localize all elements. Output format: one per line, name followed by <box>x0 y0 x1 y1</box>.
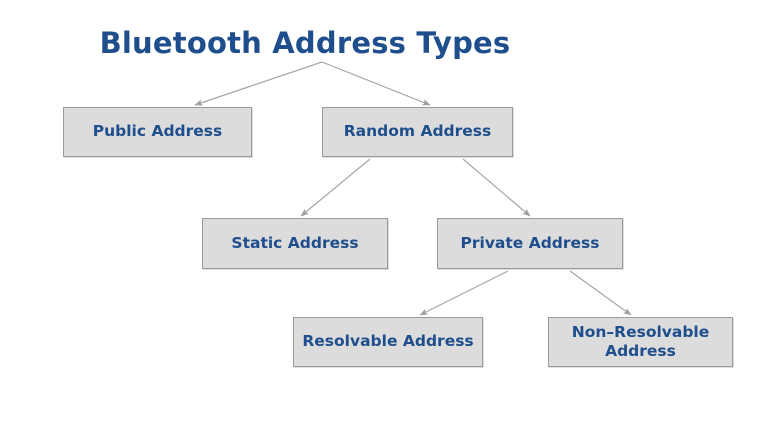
node-non-resolvable-address[interactable]: Non–Resolvable Address <box>548 317 733 367</box>
node-random-address[interactable]: Random Address <box>322 107 513 157</box>
edge-title-to-public-address <box>194 61 323 106</box>
node-static-address[interactable]: Static Address <box>202 218 388 269</box>
connector-arrows <box>194 61 632 316</box>
edge-random-address-to-static-address <box>300 158 371 217</box>
node-label-public-address: Public Address <box>92 122 223 141</box>
node-label-non-resolvable-address: Non–Resolvable Address <box>571 322 710 360</box>
diagram-title: Bluetooth Address Types <box>99 26 511 60</box>
node-private-address[interactable]: Private Address <box>437 218 623 269</box>
node-label-static-address: Static Address <box>231 233 359 252</box>
edge-private-address-to-non-resolvable-address <box>569 270 632 316</box>
edge-random-address-to-private-address <box>462 158 531 217</box>
node-label-random-address: Random Address <box>343 122 492 141</box>
node-public-address[interactable]: Public Address <box>63 107 252 157</box>
node-resolvable-address[interactable]: Resolvable Address <box>293 317 483 367</box>
edge-private-address-to-resolvable-address <box>419 270 509 316</box>
edge-title-to-random-address <box>321 61 431 106</box>
node-label-resolvable-address: Resolvable Address <box>302 332 474 351</box>
node-label-private-address: Private Address <box>460 233 600 252</box>
